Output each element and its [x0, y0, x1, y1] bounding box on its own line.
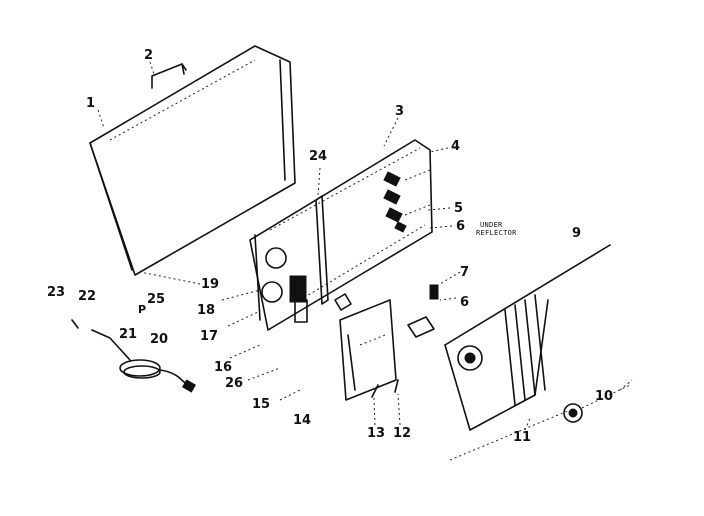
- callout-11: 11: [513, 430, 531, 445]
- element-clips: [383, 169, 431, 233]
- callout-9: 9: [572, 226, 581, 241]
- handle-part: [151, 63, 187, 89]
- callout-labels: 1 2 3 4 5 6 6 7 9 10 11 12 13 14 15 16 1…: [47, 48, 613, 445]
- callout-23: 23: [47, 285, 65, 300]
- callout-5: 5: [454, 201, 463, 216]
- note-line-1: UNDER: [480, 221, 503, 229]
- control-bracket: [339, 284, 439, 401]
- callout-4: 4: [451, 139, 460, 154]
- marker-p: P: [138, 303, 146, 316]
- callout-3: 3: [395, 104, 404, 119]
- callout-6-lower: 6: [460, 295, 469, 310]
- leader-lines: [97, 61, 633, 431]
- main-housing-panel: [249, 139, 433, 331]
- callout-19: 19: [201, 277, 219, 292]
- back-cover-panel: [89, 45, 296, 276]
- callout-26: 26: [225, 376, 243, 391]
- callout-1: 1: [86, 96, 95, 111]
- callout-18: 18: [197, 303, 215, 318]
- callout-13: 13: [367, 426, 385, 441]
- callout-14: 14: [293, 413, 311, 428]
- control-knob: [563, 384, 631, 423]
- callout-2: 2: [144, 48, 153, 63]
- callout-7: 7: [460, 265, 469, 280]
- note-line-2: REFLECTOR: [476, 229, 517, 237]
- power-cord: [71, 319, 197, 393]
- callout-10: 10: [595, 389, 613, 404]
- callout-15: 15: [252, 397, 270, 412]
- callout-12: 12: [393, 426, 411, 441]
- callout-6-upper: 6: [456, 219, 465, 234]
- under-reflector-note: UNDER REFLECTOR: [476, 221, 517, 237]
- callout-17: 17: [200, 329, 218, 344]
- callout-25: 25: [147, 292, 165, 307]
- callout-20: 20: [150, 332, 168, 347]
- switch-assembly: [261, 247, 352, 323]
- callout-21: 21: [119, 327, 137, 342]
- front-grille: [444, 244, 611, 461]
- callout-24: 24: [309, 149, 327, 164]
- bracket-strip: [315, 195, 329, 305]
- callout-22: 22: [78, 289, 96, 304]
- callout-16: 16: [214, 360, 232, 375]
